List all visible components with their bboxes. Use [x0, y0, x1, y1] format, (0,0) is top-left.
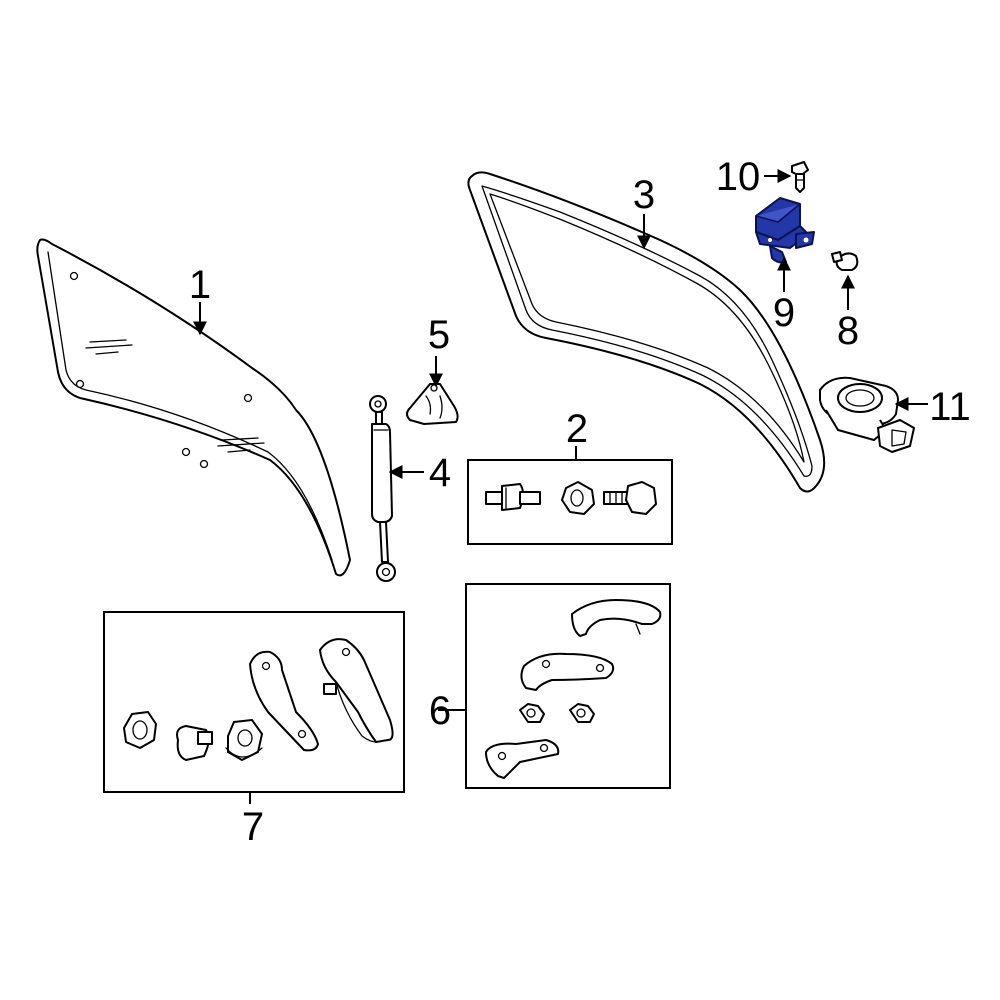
callout-4: 4 [429, 451, 451, 495]
glass-panel-part[interactable] [36, 238, 351, 577]
callout-2: 2 [566, 407, 588, 451]
callout-9: 9 [773, 291, 795, 335]
bumper-part[interactable] [831, 251, 859, 271]
screw-part[interactable] [791, 161, 809, 193]
callout-labels: 1 2 3 4 5 6 7 8 9 10 11 [189, 155, 971, 849]
latch-switch-part[interactable] [819, 376, 915, 453]
callout-10: 10 [716, 155, 761, 199]
weatherstrip-seal-part[interactable] [467, 171, 826, 493]
callout-5: 5 [428, 313, 450, 357]
callout-3: 3 [633, 173, 655, 217]
callout-1: 1 [189, 263, 211, 307]
hinge-kit-box[interactable] [103, 611, 405, 793]
hardware-kit-box[interactable] [467, 459, 673, 545]
lift-support-strut-part[interactable] [369, 395, 396, 582]
leader-lines [193, 169, 928, 804]
callout-8: 8 [837, 309, 859, 353]
callout-6: 6 [429, 689, 451, 733]
callout-7: 7 [242, 805, 264, 849]
bracket-part[interactable] [406, 383, 459, 425]
hinge-components-box[interactable] [465, 583, 671, 789]
callout-11: 11 [929, 385, 971, 429]
latch-bracket-part-highlighted[interactable] [755, 197, 815, 264]
